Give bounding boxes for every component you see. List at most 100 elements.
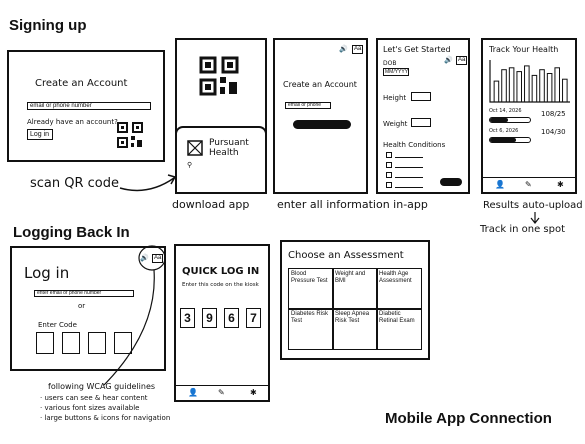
track-heading: Track Your Health [489,45,559,54]
app-store-card[interactable]: Pursuant Health ⚲ [175,126,267,194]
reading2-date: Oct 6, 2026 [489,128,519,134]
wcag-item-3-text: large buttons & icons for navigation [44,414,171,422]
code-input-2[interactable] [62,332,80,354]
edit-icon[interactable]: ✎ [525,180,532,189]
profile-icon[interactable]: 👤 [188,388,198,397]
qr-code-icon [117,122,143,148]
quick-login-instruction: Enter this code on the kiosk [182,282,259,288]
lets-get-started-screen: Let's Get Started Aa 🔊 DOB MM/YYYY Heigh… [376,38,470,194]
location-pin-icon: ⚲ [187,162,193,169]
app-logo-icon [187,140,203,156]
height-input[interactable] [411,92,431,101]
email-input[interactable]: email or phone number [27,102,151,110]
code-input-3[interactable] [88,332,106,354]
code-digit-1: 3 [180,308,195,328]
speaker-icon[interactable]: 🔊 [339,46,348,53]
reading1-value: 108/25 [541,110,566,118]
health-bar-chart [489,60,570,103]
condition-checkbox[interactable] [386,162,426,168]
section-title-logging-back-in: Logging Back In [13,224,130,241]
enter-info-caption: enter all information in-app [277,198,428,211]
weight-label: Weight [383,120,408,128]
chart-bar [501,69,507,103]
enter-code-label: Enter Code [38,321,77,329]
scan-qr-caption: scan QR code [30,176,120,191]
footer-title: Mobile App Connection [385,410,552,427]
callout-circle-arrow [103,245,166,386]
assessment-diabetes-risk[interactable]: Diabetes Risk Test [288,308,334,350]
font-size-button[interactable]: Aa [152,254,164,263]
conditions-label: Health Conditions [383,141,446,149]
bottom-nav: 👤 ✎ ✱ [176,385,268,400]
code-input-4[interactable] [114,332,132,354]
profile-icon[interactable]: 👤 [495,180,505,189]
chart-bar [516,71,523,103]
wcag-item-2: · various font sizes available [40,404,140,412]
assessment-health-age[interactable]: Health Age Assessment [376,268,422,310]
login-heading: Log in [24,264,70,282]
quick-login-screen: QUICK LOG IN Enter this code on the kios… [174,244,270,402]
speaker-icon[interactable]: 🔊 [140,255,149,262]
wcag-item-2-text: various font sizes available [44,404,140,412]
login-email-input[interactable]: enter email or phone number [34,290,134,297]
chart-bar [554,67,561,103]
reading2-value: 104/30 [541,128,566,136]
code-digit-2: 9 [202,308,217,328]
condition-checkbox[interactable] [386,172,426,178]
started-heading: Let's Get Started [383,45,451,54]
login-button[interactable]: Log in [27,129,53,140]
level-fill [490,118,508,122]
code-digit-4: 7 [246,308,261,328]
wcag-item-1-text: users can see & hear content [44,394,148,402]
download-app-screen: Pursuant Health ⚲ [175,38,267,194]
code-input-1[interactable] [36,332,54,354]
speaker-icon[interactable]: 🔊 [444,57,453,64]
settings-icon[interactable]: ✱ [250,388,257,397]
reading1-date: Oct 14, 2026 [489,108,522,114]
email-phone-input[interactable]: email or phone [285,102,331,109]
chart-bar [493,80,500,103]
desktop-signup-screen: Create an Account email or phone number … [7,50,165,162]
level-fill [490,138,516,142]
reading1-level-bar [489,117,531,123]
wcag-item-1: · users can see & hear content [40,394,148,402]
track-caption: Track in one spot [480,224,566,235]
edit-icon[interactable]: ✎ [218,388,225,397]
chart-bar [539,69,545,103]
assessment-sleep-apnea[interactable]: Sleep Apnea Risk Test [332,308,378,350]
section-title-signing-up: Signing up [9,17,87,34]
chart-bar [508,67,515,103]
create-account-heading: Create an Account [283,80,357,89]
flow-arrow [119,174,177,192]
continue-button[interactable] [440,178,462,186]
height-label: Height [383,94,407,102]
chart-bar [546,73,553,103]
wcag-item-3: · large buttons & icons for navigation [40,414,171,422]
bottom-nav: 👤 ✎ ✱ [483,177,575,192]
submit-button[interactable] [293,120,351,129]
settings-icon[interactable]: ✱ [557,180,564,189]
font-size-button[interactable]: Aa [456,56,468,65]
or-text: or [78,302,86,310]
assessment-screen: Choose an Assessment Blood Pressure Test… [280,240,430,360]
quick-login-heading: QUICK LOG IN [182,266,260,277]
condition-checkbox[interactable] [386,182,426,188]
condition-checkbox[interactable] [386,152,426,158]
auto-upload-caption: Results auto-upload [483,200,583,211]
chart-bar [562,78,568,103]
font-size-button[interactable]: Aa [352,45,364,54]
brand-name-line2: Health [209,148,239,158]
weight-input[interactable] [411,118,431,127]
chart-bar [524,65,530,103]
chart-bar [531,74,538,103]
create-account-app-screen: 🔊 Aa Create an Account email or phone [273,38,368,194]
dob-label: DOB [383,60,397,67]
assessment-retinal-exam[interactable]: Diabetic Retinal Exam [376,308,422,350]
assessment-blood-pressure[interactable]: Blood Pressure Test [288,268,334,310]
assessment-weight-bmi[interactable]: Weight and BMI [332,268,378,310]
brand-name-line1: Pursuant [209,138,249,148]
already-account-text: Already have an account? [27,118,118,126]
down-arrow [530,212,540,224]
qr-code-icon [199,56,239,96]
dob-input[interactable]: MM/YYYY [383,68,409,76]
